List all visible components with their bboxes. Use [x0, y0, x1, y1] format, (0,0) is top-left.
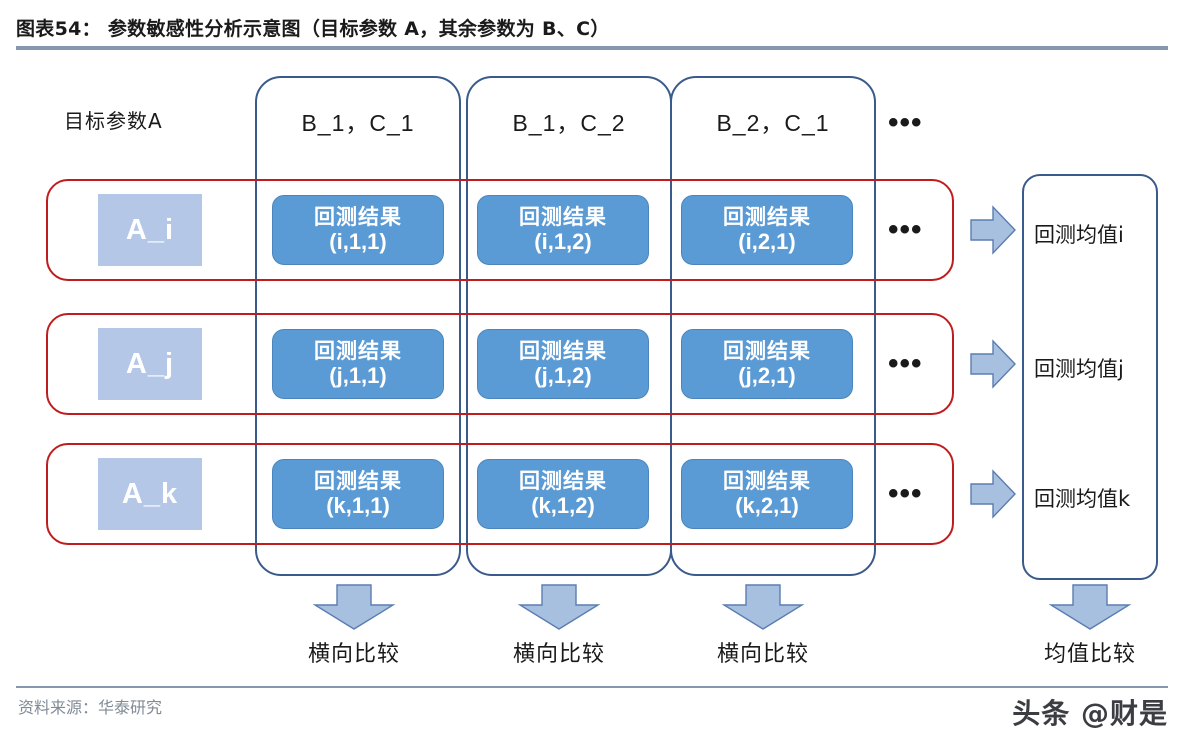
result-cell-line2: (k,1,2) — [531, 493, 595, 519]
column-header-2: B_2，C_1 — [716, 110, 830, 136]
result-cell-line2: (i,1,1) — [329, 229, 387, 255]
down-arrow-icon-col-0 — [312, 584, 396, 630]
mean-label-i: 回测均值i — [1034, 223, 1124, 247]
title-divider — [16, 46, 1168, 50]
result-cell-line2: (i,1,2) — [534, 229, 592, 255]
result-cell-line2: (i,2,1) — [738, 229, 796, 255]
column-header-ellipsis-icon: ••• — [888, 106, 923, 139]
footer-divider — [16, 686, 1168, 688]
row-ellipsis-icon-a-k: ••• — [888, 477, 923, 510]
mean-results-capsule — [1022, 174, 1158, 580]
right-arrow-icon-a-k — [970, 469, 1016, 519]
result-cell-line2: (j,1,1) — [329, 363, 387, 389]
diagram-canvas: B_1，C_1 B_1，C_2 B_2，C_1 ••• 目标参数A A_i 回测… — [0, 52, 1184, 682]
param-chip-a-j: A_j — [98, 328, 202, 400]
row-capsule-a-k — [46, 443, 954, 545]
source-note: 资料来源：华泰研究 — [18, 698, 163, 717]
right-arrow-icon-a-i — [970, 205, 1016, 255]
result-cell-j-1-1: 回测结果 (j,1,1) — [272, 329, 444, 399]
result-cell-line1: 回测结果 — [723, 338, 811, 363]
row-capsule-a-i — [46, 179, 954, 281]
result-cell-line1: 回测结果 — [314, 338, 402, 363]
column-capsule-b1c1 — [255, 76, 461, 576]
figure-title: 图表54： 参数敏感性分析示意图（目标参数 A，其余参数为 B、C） — [16, 18, 610, 40]
result-cell-line2: (j,1,2) — [534, 363, 592, 389]
watermark-label: 头条 @财是 — [1012, 697, 1168, 730]
result-cell-i-1-2: 回测结果 (i,1,2) — [477, 195, 649, 265]
result-cell-line1: 回测结果 — [314, 468, 402, 493]
result-cell-line2: (k,2,1) — [735, 493, 799, 519]
result-cell-i-1-1: 回测结果 (i,1,1) — [272, 195, 444, 265]
row-ellipsis-icon-a-j: ••• — [888, 347, 923, 380]
result-cell-line1: 回测结果 — [519, 204, 607, 229]
compare-label-col-0: 横向比较 — [307, 642, 400, 667]
row-ellipsis-icon-a-i: ••• — [888, 213, 923, 246]
result-cell-j-2-1: 回测结果 (j,2,1) — [681, 329, 853, 399]
compare-label-mean: 均值比较 — [1043, 642, 1136, 667]
result-cell-k-1-1: 回测结果 (k,1,1) — [272, 459, 444, 529]
down-arrow-icon-mean — [1048, 584, 1132, 630]
result-cell-line1: 回测结果 — [314, 204, 402, 229]
result-cell-j-1-2: 回测结果 (j,1,2) — [477, 329, 649, 399]
result-cell-line1: 回测结果 — [519, 468, 607, 493]
param-chip-a-k: A_k — [98, 458, 202, 530]
mean-label-k: 回测均值k — [1034, 487, 1131, 511]
axis-caption-target-parameter: 目标参数A — [64, 109, 163, 133]
right-arrow-icon-a-j — [970, 339, 1016, 389]
result-cell-k-1-2: 回测结果 (k,1,2) — [477, 459, 649, 529]
row-capsule-a-j — [46, 313, 954, 415]
column-header-1: B_1，C_2 — [512, 110, 626, 136]
compare-label-col-2: 横向比较 — [716, 642, 809, 667]
result-cell-line1: 回测结果 — [723, 468, 811, 493]
result-cell-line2: (j,2,1) — [738, 363, 796, 389]
result-cell-line1: 回测结果 — [519, 338, 607, 363]
result-cell-k-2-1: 回测结果 (k,2,1) — [681, 459, 853, 529]
down-arrow-icon-col-1 — [517, 584, 601, 630]
compare-label-col-1: 横向比较 — [512, 642, 605, 667]
param-chip-a-i: A_i — [98, 194, 202, 266]
down-arrow-icon-col-2 — [721, 584, 805, 630]
column-capsule-b2c1 — [670, 76, 876, 576]
result-cell-line2: (k,1,1) — [326, 493, 390, 519]
mean-label-j: 回测均值j — [1034, 357, 1124, 381]
result-cell-i-2-1: 回测结果 (i,2,1) — [681, 195, 853, 265]
column-header-0: B_1，C_1 — [301, 110, 415, 136]
result-cell-line1: 回测结果 — [723, 204, 811, 229]
